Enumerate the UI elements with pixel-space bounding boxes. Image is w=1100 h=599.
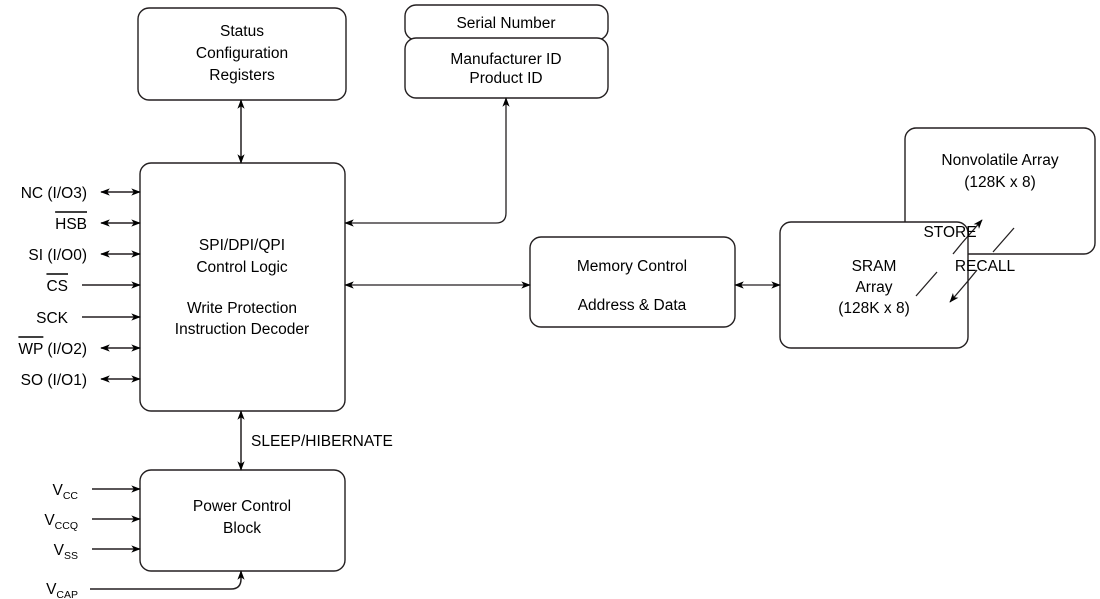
- power-control-line-1: Power Control: [193, 498, 291, 515]
- store-label: STORE: [923, 224, 976, 241]
- block-sram-array: SRAM Array (128K x 8): [779, 221, 969, 349]
- recall-line-lower: [949, 280, 969, 303]
- memory-control-line-1: Memory Control: [577, 258, 687, 275]
- control-logic-line-3: Write Protection: [187, 300, 297, 317]
- block-power-control: Power Control Block: [139, 469, 346, 572]
- recall-line-mid: [967, 269, 978, 282]
- control-logic-line-2: Control Logic: [196, 259, 288, 276]
- power-pin-wires: [90, 485, 245, 590]
- block-control-logic: SPI/DPI/QPI Control Logic Write Protecti…: [139, 162, 346, 412]
- recall-line-upper: [992, 227, 1015, 253]
- manufacturer-id-box: [404, 37, 609, 99]
- sram-array-line-3: (128K x 8): [838, 300, 910, 317]
- sleep-hibernate-label: SLEEP/HIBERNATE: [251, 433, 393, 450]
- control-logic-line-1: SPI/DPI/QPI: [199, 237, 285, 254]
- status-config-line-3: Registers: [209, 67, 275, 84]
- pin-label-sck: SCK: [36, 310, 69, 327]
- status-config-line-1: Status: [220, 23, 264, 40]
- store-line-upper: [961, 219, 983, 244]
- pin-label-si: SI (I/O0): [28, 247, 87, 264]
- pin-label-wp: WP (I/O2): [18, 341, 87, 358]
- status-config-line-2: Configuration: [196, 45, 288, 62]
- block-memory-control: Memory Control Address & Data: [529, 236, 736, 328]
- control-logic-box: [139, 162, 346, 412]
- recall-label: RECALL: [955, 258, 1016, 275]
- block-manufacturer-product-id: Manufacturer ID Product ID: [404, 37, 609, 99]
- power-control-line-2: Block: [223, 520, 261, 537]
- power-pin-labels: VCC VCCQ VSS VCAP: [44, 482, 78, 599]
- wire-recall: [949, 227, 1015, 303]
- manufacturer-id-line-1: Manufacturer ID: [450, 51, 561, 68]
- serial-number-label: Serial Number: [456, 15, 555, 32]
- pin-label-so: SO (I/O1): [21, 372, 87, 389]
- pin-label-hsb: HSB: [55, 216, 87, 233]
- wire-store: [915, 219, 983, 297]
- pin-label-cs: CS: [46, 278, 68, 295]
- power-wire-vcap: [90, 570, 245, 590]
- power-label-vss: VSS: [54, 542, 78, 562]
- power-label-vcc: VCC: [52, 482, 78, 502]
- block-serial-number: Serial Number: [404, 4, 609, 41]
- memory-control-line-2: Address & Data: [578, 297, 687, 314]
- control-logic-line-4: Instruction Decoder: [175, 321, 309, 338]
- power-label-vccq: VCCQ: [44, 512, 78, 532]
- pin-labels: NC (I/O3) HSB SI (I/O0) CS SCK WP (I/O2)…: [18, 185, 87, 389]
- nonvolatile-array-line-1: Nonvolatile Array: [941, 152, 1058, 169]
- store-line-mid: [952, 242, 963, 255]
- power-label-vcap: VCAP: [46, 581, 78, 599]
- block-status-configuration-registers: Status Configuration Registers: [137, 7, 347, 101]
- pin-label-nc: NC (I/O3): [21, 185, 87, 202]
- pin-wires: [82, 188, 141, 383]
- nonvolatile-array-line-2: (128K x 8): [964, 174, 1036, 191]
- store-line-lower: [915, 271, 938, 297]
- manufacturer-id-line-2: Product ID: [469, 70, 542, 87]
- sram-array-line-2: Array: [855, 279, 892, 296]
- wire-control-to-manufacturer-id: [344, 97, 510, 227]
- sram-array-line-1: SRAM: [852, 258, 897, 275]
